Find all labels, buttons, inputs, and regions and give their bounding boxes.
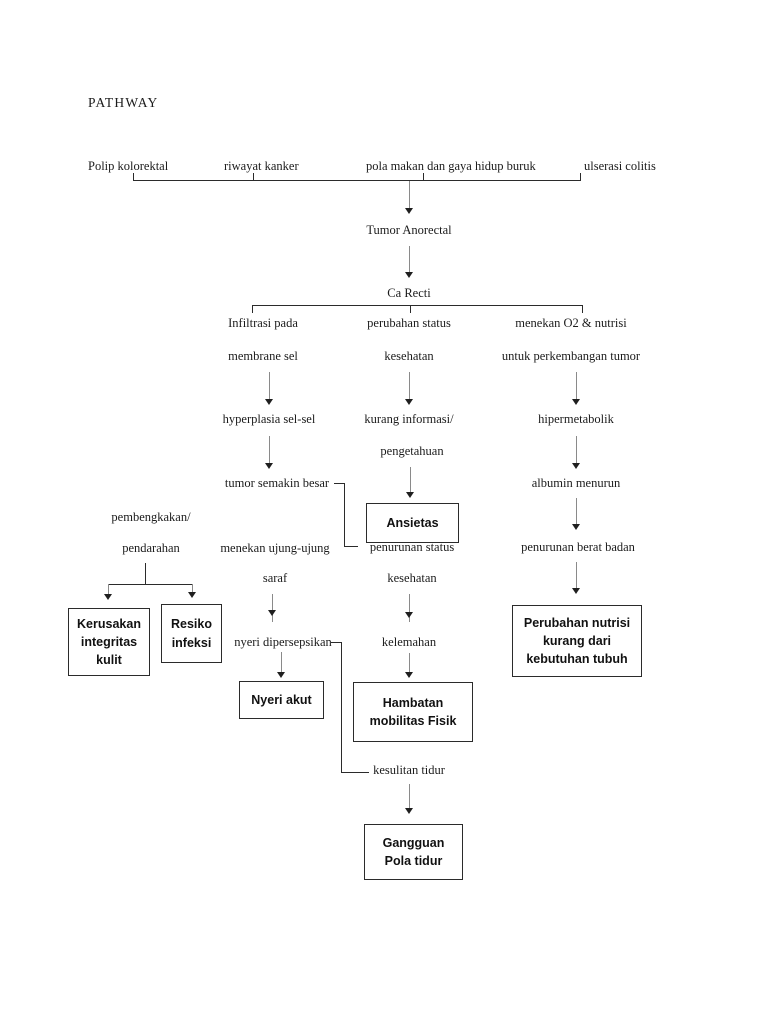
- connector-pendarahan-stem: [145, 563, 146, 585]
- connector-pendarahan-split: [108, 584, 192, 585]
- connector-membrane-to-hyperplasia: [269, 372, 270, 401]
- arrowhead-tumor-to-ca-recti: [405, 272, 413, 278]
- right-branch-line-3: hipermetabolik: [538, 412, 614, 426]
- connector-hyperplasia-to-tumor-besar: [269, 436, 270, 465]
- arrowhead-pendarahan-to-kulit: [104, 594, 112, 600]
- node-tumor-anorectal: Tumor Anorectal: [366, 223, 452, 237]
- middle-branch-line-4: pengetahuan: [380, 444, 444, 458]
- arrowhead-albumin-to-berat-badan: [572, 524, 580, 530]
- connector-drop-to-penurunan-status: [344, 483, 345, 547]
- connector-perkembangan-to-hipermetabolik: [576, 372, 577, 401]
- arrowhead-perkembangan-to-hipermetabolik: [572, 399, 580, 405]
- diagnosis-box-kerusakan-integritas-kulit: Kerusakan integritas kulit: [68, 608, 150, 676]
- node-ca-recti: Ca Recti: [387, 286, 431, 300]
- left-branch-line-4: tumor semakin besar: [224, 476, 330, 490]
- diagnosis-label: Ansietas: [386, 515, 439, 530]
- connector-albumin-to-berat-badan: [576, 498, 577, 527]
- connector-saraf-to-nyeri: [272, 594, 273, 622]
- middle-branch-line-7: kelemahan: [381, 635, 437, 649]
- connector-nyeri-to-nyeri-akut: [281, 652, 282, 676]
- middle-branch-line-5: penurunan status: [369, 540, 455, 554]
- connector-kesulitan-tidur-to-gangguan: [409, 784, 410, 812]
- arrowhead-membrane-to-hyperplasia: [265, 399, 273, 405]
- diagnosis-box-ansietas: Ansietas: [366, 503, 459, 543]
- diagnosis-box-perubahan-nutrisi: Perubahan nutrisi kurang dari kebutuhan …: [512, 605, 642, 677]
- arrowhead-kesulitan-tidur-to-gangguan: [405, 808, 413, 814]
- diagnosis-box-hambatan-mobilitas-fisik: Hambatan mobilitas Fisik: [353, 682, 473, 742]
- connector-kelemahan-to-hambatan: [409, 653, 410, 677]
- connector-drop-into-kesulitan-tidur: [341, 772, 369, 773]
- arrowhead-hipermetabolik-to-albumin: [572, 463, 580, 469]
- connector-tumor-to-ca-recti: [409, 246, 410, 274]
- etiology-item-polip-kolorektal: Polip kolorektal: [88, 159, 169, 173]
- etiology-bracket-tick-3: [423, 173, 424, 181]
- connector-hipermetabolik-to-albumin: [576, 436, 577, 465]
- right-branch-line-5: penurunan berat badan: [521, 540, 635, 554]
- diagnosis-label: Gangguan Pola tidur: [382, 835, 445, 868]
- connector-pendarahan-to-kulit: [108, 584, 109, 596]
- ca-recti-bracket-stub-right: [582, 305, 583, 313]
- left-branch-line-1: Infiltrasi pada: [228, 316, 298, 330]
- middle-branch-line-2: kesehatan: [384, 349, 434, 363]
- connector-berat-badan-to-nutrisi: [576, 562, 577, 591]
- arrowhead-kesehatan2-to-kelemahan: [405, 612, 413, 618]
- left-branch-line-5b: pendarahan: [122, 541, 180, 555]
- arrowhead-saraf-to-nyeri: [268, 610, 276, 616]
- middle-branch-line-6: kesehatan: [387, 571, 437, 585]
- middle-branch-line-1: perubahan status: [367, 316, 451, 330]
- nerve-branch-line-1: menekan ujung-ujung: [220, 541, 330, 555]
- right-branch-line-1: menekan O2 & nutrisi: [515, 316, 627, 330]
- arrowhead-berat-badan-to-nutrisi: [572, 588, 580, 594]
- etiology-bracket-tick-2: [253, 173, 254, 181]
- left-branch-line-3: hyperplasia sel-sel: [222, 412, 316, 426]
- etiology-item-pola-makan: pola makan dan gaya hidup buruk: [366, 159, 536, 173]
- right-branch-line-2: untuk perkembangan tumor: [501, 349, 641, 363]
- nerve-branch-line-3: nyeri dipersepsikan: [234, 635, 332, 649]
- diagnosis-label: Nyeri akut: [251, 692, 312, 707]
- left-branch-line-2: membrane sel: [228, 349, 298, 363]
- arrowhead-etiology-to-tumor: [405, 208, 413, 214]
- etiology-bracket-stub-right: [580, 173, 581, 181]
- page-title: PATHWAY: [88, 95, 159, 110]
- diagnosis-label: Hambatan mobilitas Fisik: [369, 695, 457, 728]
- nerve-branch-line-4: kesulitan tidur: [373, 763, 445, 777]
- arrowhead-pengetahuan-to-ansietas: [406, 492, 414, 498]
- ca-recti-bracket-spine: [252, 305, 582, 306]
- diagnosis-label: Resiko infeksi: [171, 617, 212, 650]
- connector-kesehatan2-to-kelemahan: [409, 594, 410, 622]
- nerve-branch-line-2: saraf: [262, 571, 288, 585]
- diagnosis-box-resiko-infeksi: Resiko infeksi: [161, 604, 222, 663]
- middle-branch-line-3: kurang informasi/: [364, 412, 454, 426]
- diagnosis-label: Kerusakan integritas kulit: [77, 616, 141, 668]
- arrowhead-hyperplasia-to-tumor-besar: [265, 463, 273, 469]
- connector-etiology-to-tumor: [409, 181, 410, 210]
- connector-pendarahan-to-infeksi: [192, 584, 193, 596]
- arrowhead-pendarahan-to-infeksi: [188, 592, 196, 598]
- arrowhead-nyeri-to-nyeri-akut: [277, 672, 285, 678]
- connector-kesehatan-to-kurang-informasi: [409, 372, 410, 401]
- connector-tumor-besar-to-drop: [334, 483, 345, 484]
- right-branch-line-4: albumin menurun: [531, 476, 621, 490]
- connector-drop-into-penurunan-status: [344, 546, 358, 547]
- connector-drop-to-kesulitan-tidur: [341, 642, 342, 773]
- left-branch-line-5a: pembengkakan/: [111, 510, 191, 524]
- diagnosis-box-nyeri-akut: Nyeri akut: [239, 681, 324, 719]
- diagnosis-label: Perubahan nutrisi kurang dari kebutuhan …: [523, 615, 631, 667]
- diagnosis-box-gangguan-pola-tidur: Gangguan Pola tidur: [364, 824, 463, 880]
- connector-nyeri-to-drop: [331, 642, 342, 643]
- etiology-bracket-spine: [133, 180, 580, 181]
- etiology-item-riwayat-kanker: riwayat kanker: [224, 159, 299, 173]
- ca-recti-bracket-stub-left: [252, 305, 253, 313]
- etiology-bracket-stub-left: [133, 173, 134, 181]
- connector-pengetahuan-to-ansietas: [410, 467, 411, 496]
- arrowhead-kesehatan-to-kurang-informasi: [405, 399, 413, 405]
- etiology-item-ulserasi-colitis: ulserasi colitis: [584, 159, 656, 173]
- ca-recti-bracket-tick-middle: [410, 305, 411, 313]
- arrowhead-kelemahan-to-hambatan: [405, 672, 413, 678]
